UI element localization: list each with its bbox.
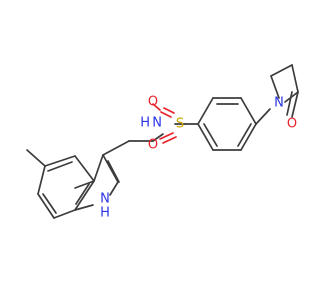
indole-benzene-ring xyxy=(26,149,95,219)
indole-pyrrole-ring xyxy=(74,154,120,196)
benzene-ring xyxy=(197,97,257,151)
sulfonyl-s-label: S xyxy=(176,117,184,132)
aryl-n-bond xyxy=(255,108,271,125)
pyrrolidinone-ring xyxy=(270,64,299,118)
sulfonamide-group xyxy=(152,103,199,144)
amide-n-label: N xyxy=(152,116,162,131)
indole-h-label: H xyxy=(100,206,110,221)
pyrrolidinone-n-label: N xyxy=(274,96,284,111)
carbonyl-o-label: O xyxy=(287,117,297,132)
molecule-structure: N H S O O N O N H xyxy=(26,64,299,221)
sulfonyl-o-bottom-label: O xyxy=(148,138,158,153)
sulfonyl-o-top-label: O xyxy=(148,95,158,110)
indole-n-label: N xyxy=(100,192,110,207)
amide-h-label: H xyxy=(140,116,150,131)
ethyl-linker xyxy=(102,133,164,156)
